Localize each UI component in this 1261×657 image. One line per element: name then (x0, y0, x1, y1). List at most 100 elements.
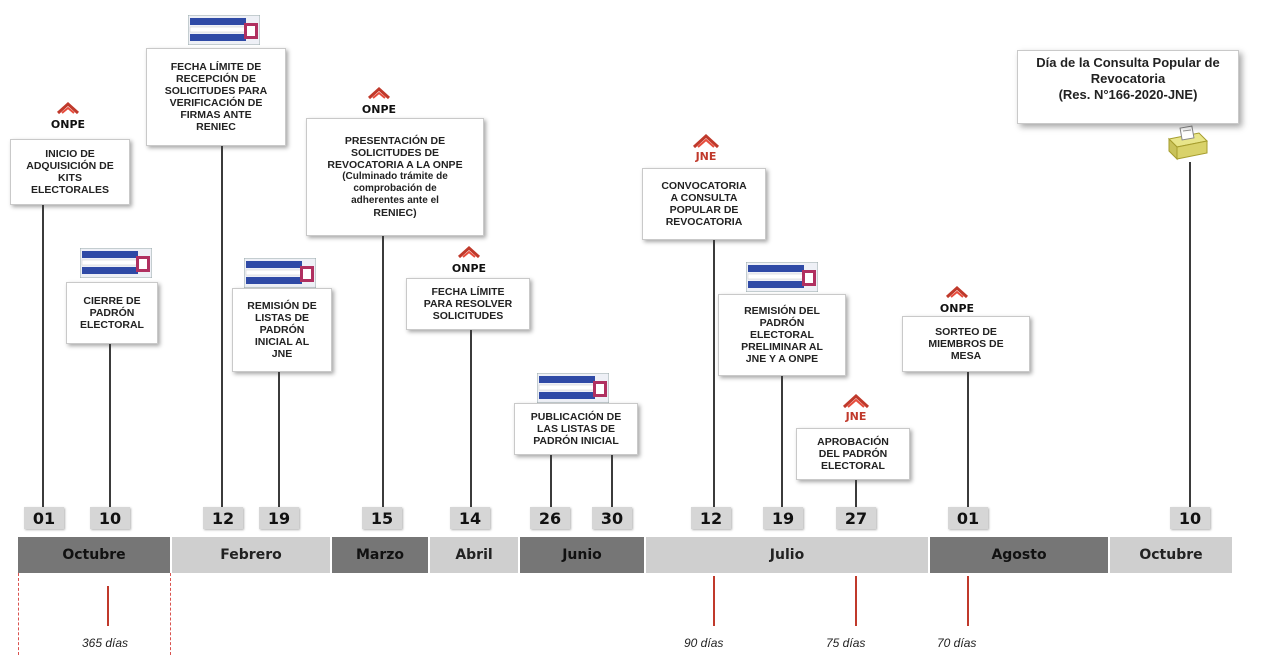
event-box: CONVOCATORIA A CONSULTA POPULAR DE REVOC… (642, 168, 766, 240)
connector-line (470, 330, 472, 507)
event-text: LISTAS DE (254, 312, 310, 324)
event-text: PUBLICACIÓN DE (530, 411, 622, 423)
month-segment: Junio (520, 537, 644, 573)
reniec-banner-icon (188, 15, 260, 45)
event-text: MESA (950, 350, 982, 362)
countdown-tick (713, 576, 715, 626)
date-badge: 01 (24, 507, 64, 529)
event-text: JNE Y A ONPE (745, 353, 819, 365)
date-badge: 30 (592, 507, 632, 529)
connector-line (382, 236, 384, 507)
event-text: POPULAR DE (669, 204, 739, 216)
event-text: FECHA LÍMITE (431, 286, 505, 298)
event-text: A CONSULTA (670, 192, 738, 204)
event-box: SORTEO DE MIEMBROS DE MESA (902, 316, 1030, 372)
event-text: VERIFICACIÓN DE (169, 97, 263, 109)
event-box: PRESENTACIÓN DE SOLICITUDES DE REVOCATOR… (306, 118, 484, 236)
event-box: FECHA LÍMITE PARA RESOLVER SOLICITUDES (406, 278, 530, 330)
month-segment: Octubre (1110, 537, 1232, 573)
reniec-banner-icon (746, 262, 818, 292)
jne-label: JNE (845, 410, 867, 423)
dashed-boundary (18, 573, 19, 655)
connector-line (42, 205, 44, 507)
event-text: PADRÓN (759, 317, 805, 329)
event-text: SOLICITUDES PARA (164, 85, 268, 97)
event-text: adherentes ante el (351, 195, 439, 206)
reniec-banner-icon (80, 248, 152, 278)
event-text: SOLICITUDES (432, 310, 504, 322)
event-text: ELECTORAL (750, 329, 814, 341)
event-box: PUBLICACIÓN DE LAS LISTAS DE PADRÓN INIC… (514, 403, 638, 455)
jne-label: JNE (695, 150, 717, 163)
event-text: REMISIÓN DEL (744, 305, 820, 317)
event-text: FECHA LÍMITE DE (170, 61, 262, 73)
countdown-tick (967, 576, 969, 626)
event-text: RECEPCIÓN DE (176, 73, 256, 85)
event-text: PRELIMINAR AL (741, 341, 823, 353)
days-note: 90 días (684, 636, 724, 650)
onpe-logo-icon: ONPE (354, 86, 404, 116)
jne-logo-icon: JNE (686, 133, 726, 165)
month-segment: Agosto (930, 537, 1108, 573)
date-badge: 19 (763, 507, 803, 529)
event-text: ADQUISICIÓN DE (26, 160, 114, 172)
event-box: REMISIÓN DEL PADRÓN ELECTORAL PRELIMINAR… (718, 294, 846, 376)
connector-line (855, 480, 857, 507)
date-badge: 14 (450, 507, 490, 529)
connector-line (1189, 162, 1191, 507)
date-badge: 10 (90, 507, 130, 529)
month-segment: Febrero (172, 537, 330, 573)
event-text: MIEMBROS DE (928, 338, 1004, 350)
event-text: REMISIÓN DE (247, 300, 317, 312)
connector-line (221, 146, 223, 507)
days-note: 70 días (937, 636, 977, 650)
event-text: CIERRE DE (83, 295, 141, 307)
final-event-text: Revocatoria (1090, 71, 1166, 86)
event-text: ELECTORAL (80, 319, 144, 331)
date-badge: 01 (948, 507, 988, 529)
final-event-text: (Res. N°166-2020-JNE) (1058, 87, 1198, 102)
event-text: ELECTORALES (31, 184, 109, 196)
final-event-box: Día de la Consulta Popular de Revocatori… (1017, 50, 1239, 124)
month-segment: Marzo (332, 537, 428, 573)
event-text: INICIO DE (45, 148, 95, 160)
event-box: INICIO DE ADQUISICIÓN DE KITS ELECTORALE… (10, 139, 130, 205)
onpe-logo-icon: ONPE (444, 245, 494, 275)
days-note: 365 días (82, 636, 129, 650)
reniec-banner-icon (537, 373, 609, 403)
onpe-logo-icon: ONPE (932, 285, 982, 315)
event-text: CONVOCATORIA (661, 180, 747, 192)
connector-line (611, 455, 613, 507)
dashed-boundary (170, 573, 171, 655)
date-badge: 10 (1170, 507, 1210, 529)
onpe-label: ONPE (451, 262, 487, 275)
jne-logo-icon: JNE (836, 393, 876, 425)
event-text: SOLICITUDES DE (350, 147, 440, 159)
onpe-label: ONPE (939, 302, 975, 315)
event-text: LAS LISTAS DE (537, 423, 615, 435)
event-text: PADRÓN INICIAL (533, 435, 619, 447)
connector-line (109, 344, 111, 507)
event-box: APROBACIÓN DEL PADRÓN ELECTORAL (796, 428, 910, 480)
countdown-tick (107, 586, 109, 626)
connector-line (550, 455, 552, 507)
event-text: PADRÓN (259, 324, 305, 336)
reniec-banner-icon (244, 258, 316, 288)
event-text: RENIEC (196, 121, 236, 133)
connector-line (713, 240, 715, 507)
event-box: FECHA LÍMITE DE RECEPCIÓN DE SOLICITUDES… (146, 48, 286, 146)
event-text: REVOCATORIA A LA ONPE (327, 159, 463, 171)
onpe-logo-icon: ONPE (43, 101, 93, 131)
final-event-text: Día de la Consulta Popular de (1036, 55, 1220, 70)
event-text: KITS (58, 172, 82, 184)
event-text: RENIEC) (373, 207, 417, 219)
event-text: comprobación de (353, 183, 437, 194)
date-badge: 12 (203, 507, 243, 529)
onpe-label: ONPE (50, 118, 86, 131)
month-segment: Abril (430, 537, 518, 573)
event-text: (Culminado trámite de (342, 171, 448, 182)
month-segment: Julio (646, 537, 928, 573)
ballot-box-icon (1167, 125, 1209, 161)
event-text: INICIAL AL (254, 336, 310, 348)
connector-line (278, 372, 280, 507)
